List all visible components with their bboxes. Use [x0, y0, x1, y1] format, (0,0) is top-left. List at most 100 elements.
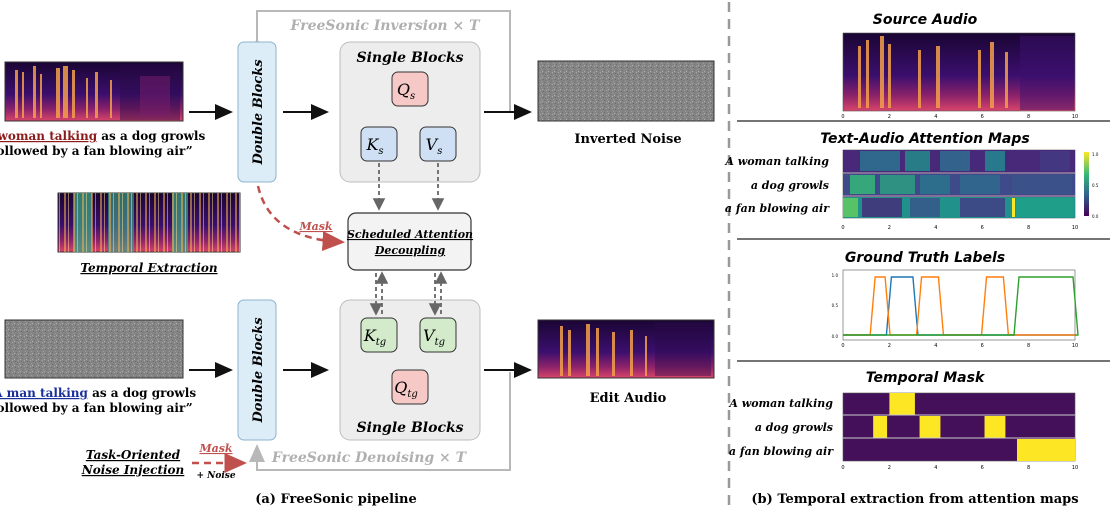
mask-row-label-1: A woman talking: [728, 397, 833, 410]
svg-text:Single Blocks: Single Blocks: [356, 50, 463, 66]
ground-truth-line-2: [843, 276, 1075, 336]
attention-row-woman: [843, 150, 1075, 172]
x-tick-label: 6: [981, 114, 984, 120]
gt-ytick-mid: 0.5: [832, 303, 839, 308]
dashed-arrows-to-sad: [369, 163, 448, 316]
ground-truth-line-3: [843, 276, 1079, 336]
x-tick-label: 0: [841, 343, 844, 349]
pipeline-caption: (a) FreeSonic pipeline: [255, 492, 417, 507]
single-blocks-top: Single Blocks Qs Ks Vs: [339, 41, 481, 183]
source-prompt: “A woman talking as a dog growls followe…: [0, 129, 205, 158]
source-spectrogram: [4, 61, 184, 122]
mask-label-2: Mask: [198, 442, 232, 455]
gt-ytick-bottom: 0.0: [832, 334, 839, 339]
target-prompt-highlight: A man talking: [0, 386, 89, 400]
svg-text:followed by a fan blowing air”: followed by a fan blowing air”: [0, 144, 193, 158]
v-tg-box: Vtg: [419, 317, 457, 353]
svg-text:“A man talking as a dog growls: “A man talking as a dog growls: [0, 386, 196, 400]
x-tick-label: 8: [1027, 343, 1030, 349]
svg-text:Vtg: Vtg: [423, 326, 445, 348]
extraction-caption: (b) Temporal extraction from attention m…: [751, 492, 1078, 507]
x-tick-label: 2: [888, 114, 891, 120]
svg-text:Qtg: Qtg: [394, 378, 418, 400]
x-tick-label: 10: [1072, 465, 1078, 471]
x-tick-label: 10: [1072, 225, 1078, 231]
mask-segment-row2-2: [919, 416, 941, 438]
svg-text:Task-Oriented: Task-Oriented: [86, 448, 181, 462]
mask-row-label-3: a fan blowing air: [729, 445, 834, 458]
x-tick-label: 6: [981, 225, 984, 231]
x-tick-label: 0: [841, 114, 844, 120]
attention-maps-panel: Text-Audio Attention Maps: [724, 131, 1098, 219]
x-tick-label: 0: [841, 465, 844, 471]
attention-row-label-2: a dog growls: [751, 179, 829, 192]
x-tick-label: 6: [981, 343, 984, 349]
plus-noise-label: + Noise: [196, 471, 235, 481]
temporal-mask-panel: Temporal Mask A woman talking a dog grow…: [728, 370, 1076, 462]
inverted-noise-label: Inverted Noise: [574, 132, 681, 147]
inverted-noise-output: Inverted Noise: [537, 60, 715, 147]
svg-text:Single Blocks: Single Blocks: [356, 420, 463, 436]
mask-segment-row1-1: [889, 393, 915, 415]
q-tg-box: Qtg: [391, 369, 429, 405]
source-audio-panel: Source Audio: [842, 12, 1076, 112]
target-prompt: “A man talking as a dog growls followed …: [0, 386, 196, 415]
temporal-extraction-spectrogram: Temporal Extraction: [57, 192, 241, 275]
x-tick-label: 8: [1027, 465, 1030, 471]
x-tick-label: 4: [934, 343, 937, 349]
x-tick-label: 10: [1072, 114, 1078, 120]
x-tick-label: 6: [981, 465, 984, 471]
attention-row-label-1: A woman talking: [724, 155, 829, 168]
temporal-extraction-label: Temporal Extraction: [80, 261, 217, 275]
denoising-label: FreeSonic Denoising × T: [271, 450, 468, 466]
svg-text:Scheduled Attention: Scheduled Attention: [347, 228, 473, 241]
svg-text:“A woman talking as a dog grow: “A woman talking as a dog growls: [0, 129, 205, 143]
svg-text:Vs: Vs: [426, 135, 443, 157]
v-s-box: Vs: [419, 126, 457, 162]
double-blocks-top: Double Blocks: [237, 41, 277, 183]
x-tick-label: 4: [934, 225, 937, 231]
temporal-mask-title: Temporal Mask: [866, 370, 986, 386]
attention-row-dog: [843, 174, 1075, 195]
colorbar-tick-bottom: 0.0: [1092, 214, 1099, 219]
ground-truth-plot-frame: [842, 269, 1076, 341]
single-blocks-bottom: Ktg Vtg Qtg Single Blocks: [339, 299, 481, 441]
mask-segment-row3-1: [1017, 439, 1075, 461]
x-tick-label: 4: [934, 465, 937, 471]
denoising-loop: FreeSonic Denoising × T: [249, 372, 511, 471]
svg-text:Double Blocks: Double Blocks: [251, 317, 266, 424]
ground-truth-title: Ground Truth Labels: [845, 250, 1005, 266]
x-tick-label: 8: [1027, 225, 1030, 231]
inversion-label: FreeSonic Inversion × T: [290, 18, 482, 34]
ground-truth-panel: Ground Truth Labels 1.0 0.5 0.0: [832, 250, 1079, 341]
x-tick-label: 10: [1072, 343, 1078, 349]
x-tick-label: 8: [1027, 114, 1030, 120]
x-tick-label: 4: [934, 114, 937, 120]
target-noise-input: [4, 319, 184, 379]
colorbar-tick-top: 1.0: [1092, 152, 1099, 157]
k-s-box: Ks: [360, 126, 398, 162]
mask-row-label-2: a dog growls: [755, 421, 833, 434]
svg-text:Ks: Ks: [365, 135, 383, 157]
x-tick-label: 0: [841, 225, 844, 231]
q-s-box: Qs: [391, 71, 429, 107]
mask-segment-row2-3: [984, 416, 1006, 438]
x-tick-label: 2: [888, 343, 891, 349]
attention-row-fan: [843, 197, 1075, 218]
x-tick-label: 2: [888, 225, 891, 231]
gt-ytick-top: 1.0: [832, 273, 839, 278]
colorbar-tick-mid: 0.5: [1092, 183, 1099, 188]
svg-text:Qs: Qs: [397, 80, 415, 102]
svg-text:Ktg: Ktg: [363, 326, 386, 348]
svg-text:followed by a fan blowing air”: followed by a fan blowing air”: [0, 401, 193, 415]
inversion-loop: FreeSonic Inversion × T: [249, 10, 511, 113]
attention-title: Text-Audio Attention Maps: [820, 131, 1030, 147]
k-tg-box: Ktg: [360, 317, 398, 353]
source-prompt-highlight: A woman talking: [0, 129, 98, 143]
attention-row-label-3: a fan blowing air: [725, 202, 830, 215]
mask-arrow-top: Mask: [256, 185, 345, 251]
svg-text:Noise Injection: Noise Injection: [81, 463, 185, 477]
scheduled-attention-decoupling: Scheduled Attention Decoupling: [347, 212, 473, 271]
edit-audio-output: Edit Audio: [537, 319, 715, 406]
